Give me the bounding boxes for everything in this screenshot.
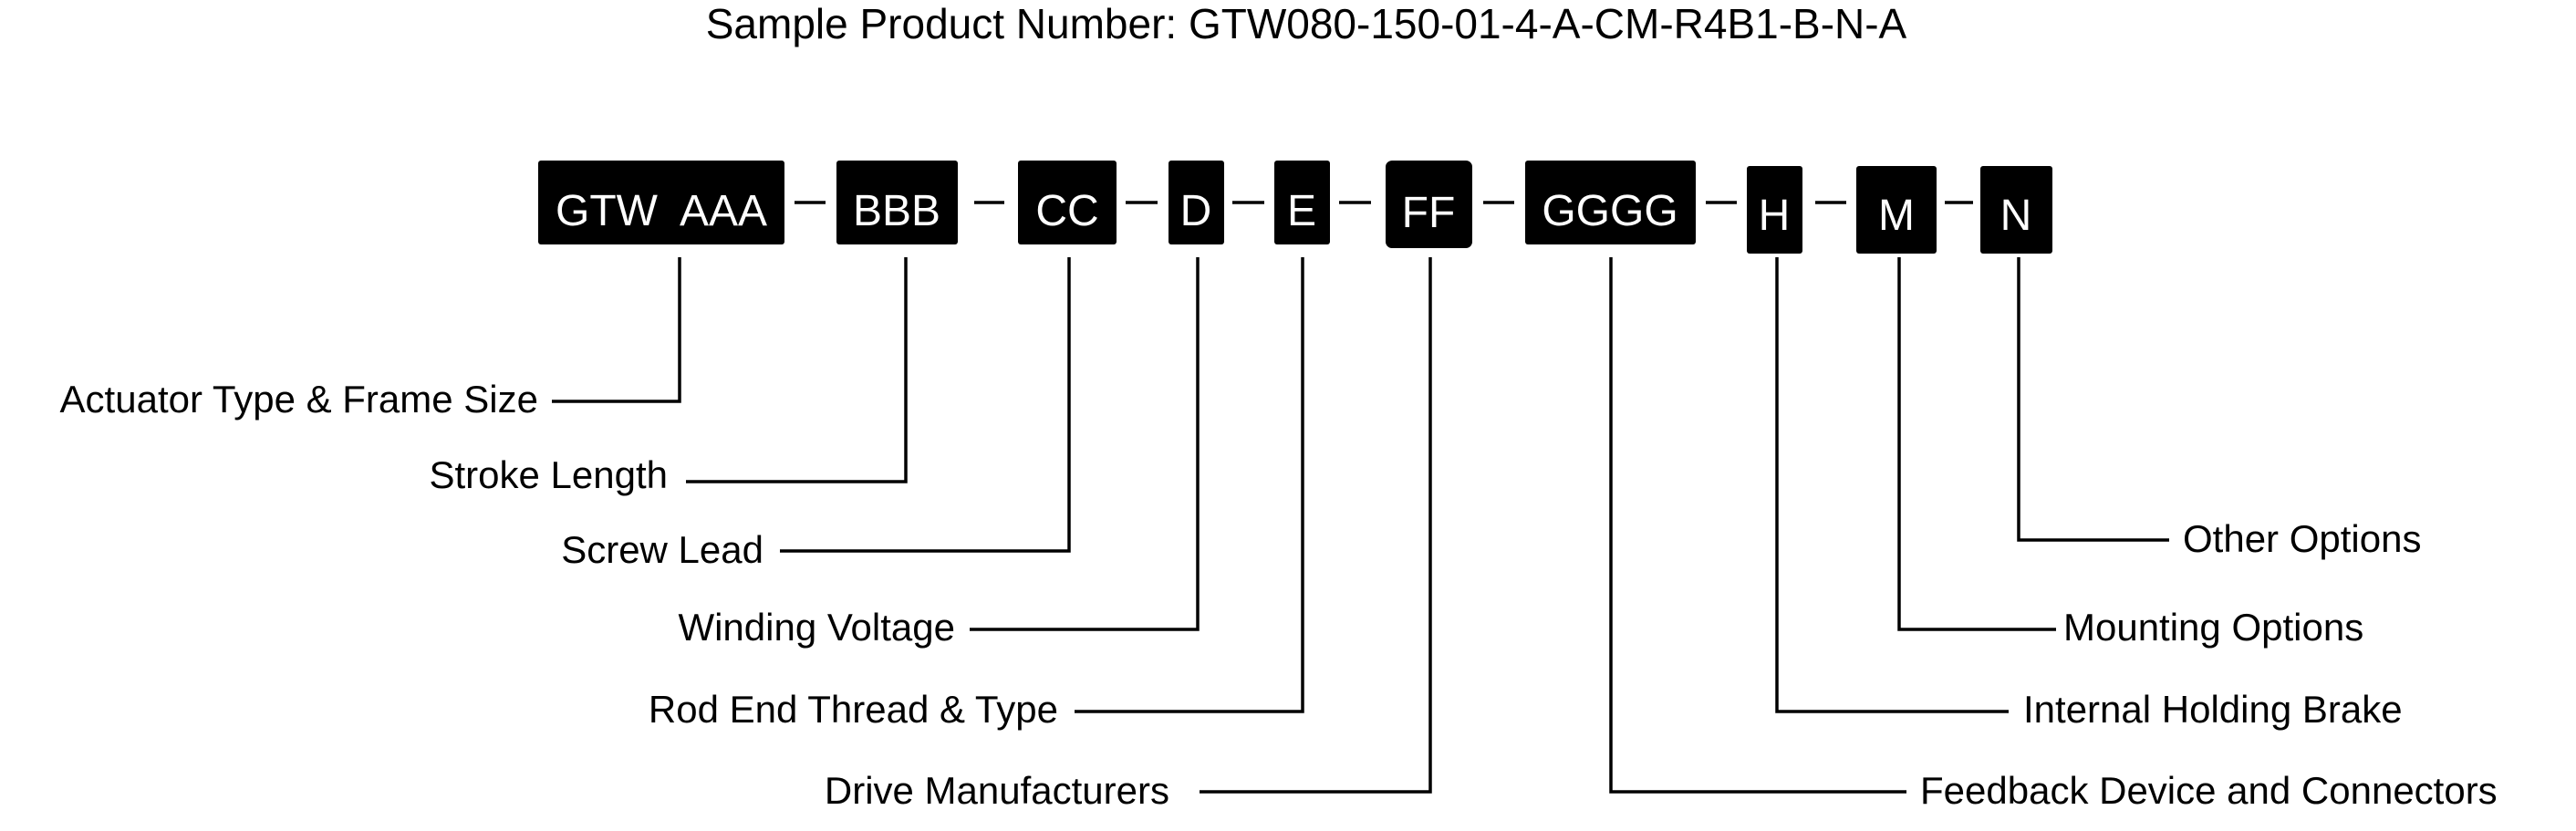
code-box-actuator-type-frame-size: GTW AAA [538, 161, 784, 244]
leader-line-rod-end-thread-type [1075, 257, 1304, 713]
diagram-title: Sample Product Number: GTW080-150-01-4-A… [706, 0, 1907, 47]
label-drive-manufacturers: Drive Manufacturers [825, 769, 1169, 812]
code-box-label: H [1759, 192, 1791, 240]
code-box-drive-manufacturers: FF [1386, 161, 1472, 248]
leader-line-stroke-length [686, 257, 908, 483]
field-labels: Actuator Type & Frame Size Stroke Length… [60, 378, 2498, 812]
code-box-label: M [1878, 192, 1915, 240]
leader-lines [552, 257, 2169, 794]
label-winding-voltage: Winding Voltage [678, 606, 955, 649]
label-rod-end-thread-type: Rod End Thread & Type [649, 688, 1058, 731]
leader-line-screw-lead [780, 257, 1071, 553]
code-box-label: BBB [853, 187, 940, 235]
leader-line-actuator-type-frame-size [552, 257, 681, 403]
code-box-label: N [2000, 192, 2032, 240]
label-feedback-device: Feedback Device and Connectors [1920, 769, 2498, 812]
leader-line-winding-voltage [970, 257, 1200, 631]
leader-line-other-options [2017, 257, 2169, 542]
leader-line-feedback-device [1609, 257, 1906, 794]
code-box-label: FF [1402, 189, 1456, 237]
code-box-winding-voltage: D [1169, 161, 1224, 244]
code-box-label: GGGG [1542, 187, 1678, 235]
code-box-other-options: N [1980, 166, 2052, 254]
code-box-internal-holding-brake: H [1747, 166, 1802, 254]
label-other-options: Other Options [2183, 517, 2421, 560]
label-stroke-length: Stroke Length [429, 453, 668, 496]
code-boxes: GTW AAA BBB CC D E FF GGGG H [538, 161, 2052, 254]
label-screw-lead: Screw Lead [561, 528, 763, 571]
code-box-rod-end-thread-type: E [1274, 161, 1330, 244]
code-box-stroke-length: BBB [836, 161, 958, 244]
label-mounting-options: Mounting Options [2063, 606, 2363, 649]
code-box-screw-lead: CC [1018, 161, 1117, 244]
code-box-label: CC [1035, 187, 1098, 235]
code-box-mounting-options: M [1856, 166, 1937, 254]
code-box-label: E [1287, 187, 1316, 235]
leader-line-internal-holding-brake [1775, 257, 2009, 713]
label-internal-holding-brake: Internal Holding Brake [2023, 688, 2403, 731]
code-box-feedback-device: GGGG [1525, 161, 1696, 244]
leader-line-drive-manufacturers [1200, 257, 1432, 794]
leader-line-mounting-options [1897, 257, 2056, 631]
code-box-label: GTW AAA [556, 187, 767, 235]
label-actuator-type-frame-size: Actuator Type & Frame Size [60, 378, 538, 421]
code-box-label: D [1180, 187, 1212, 235]
